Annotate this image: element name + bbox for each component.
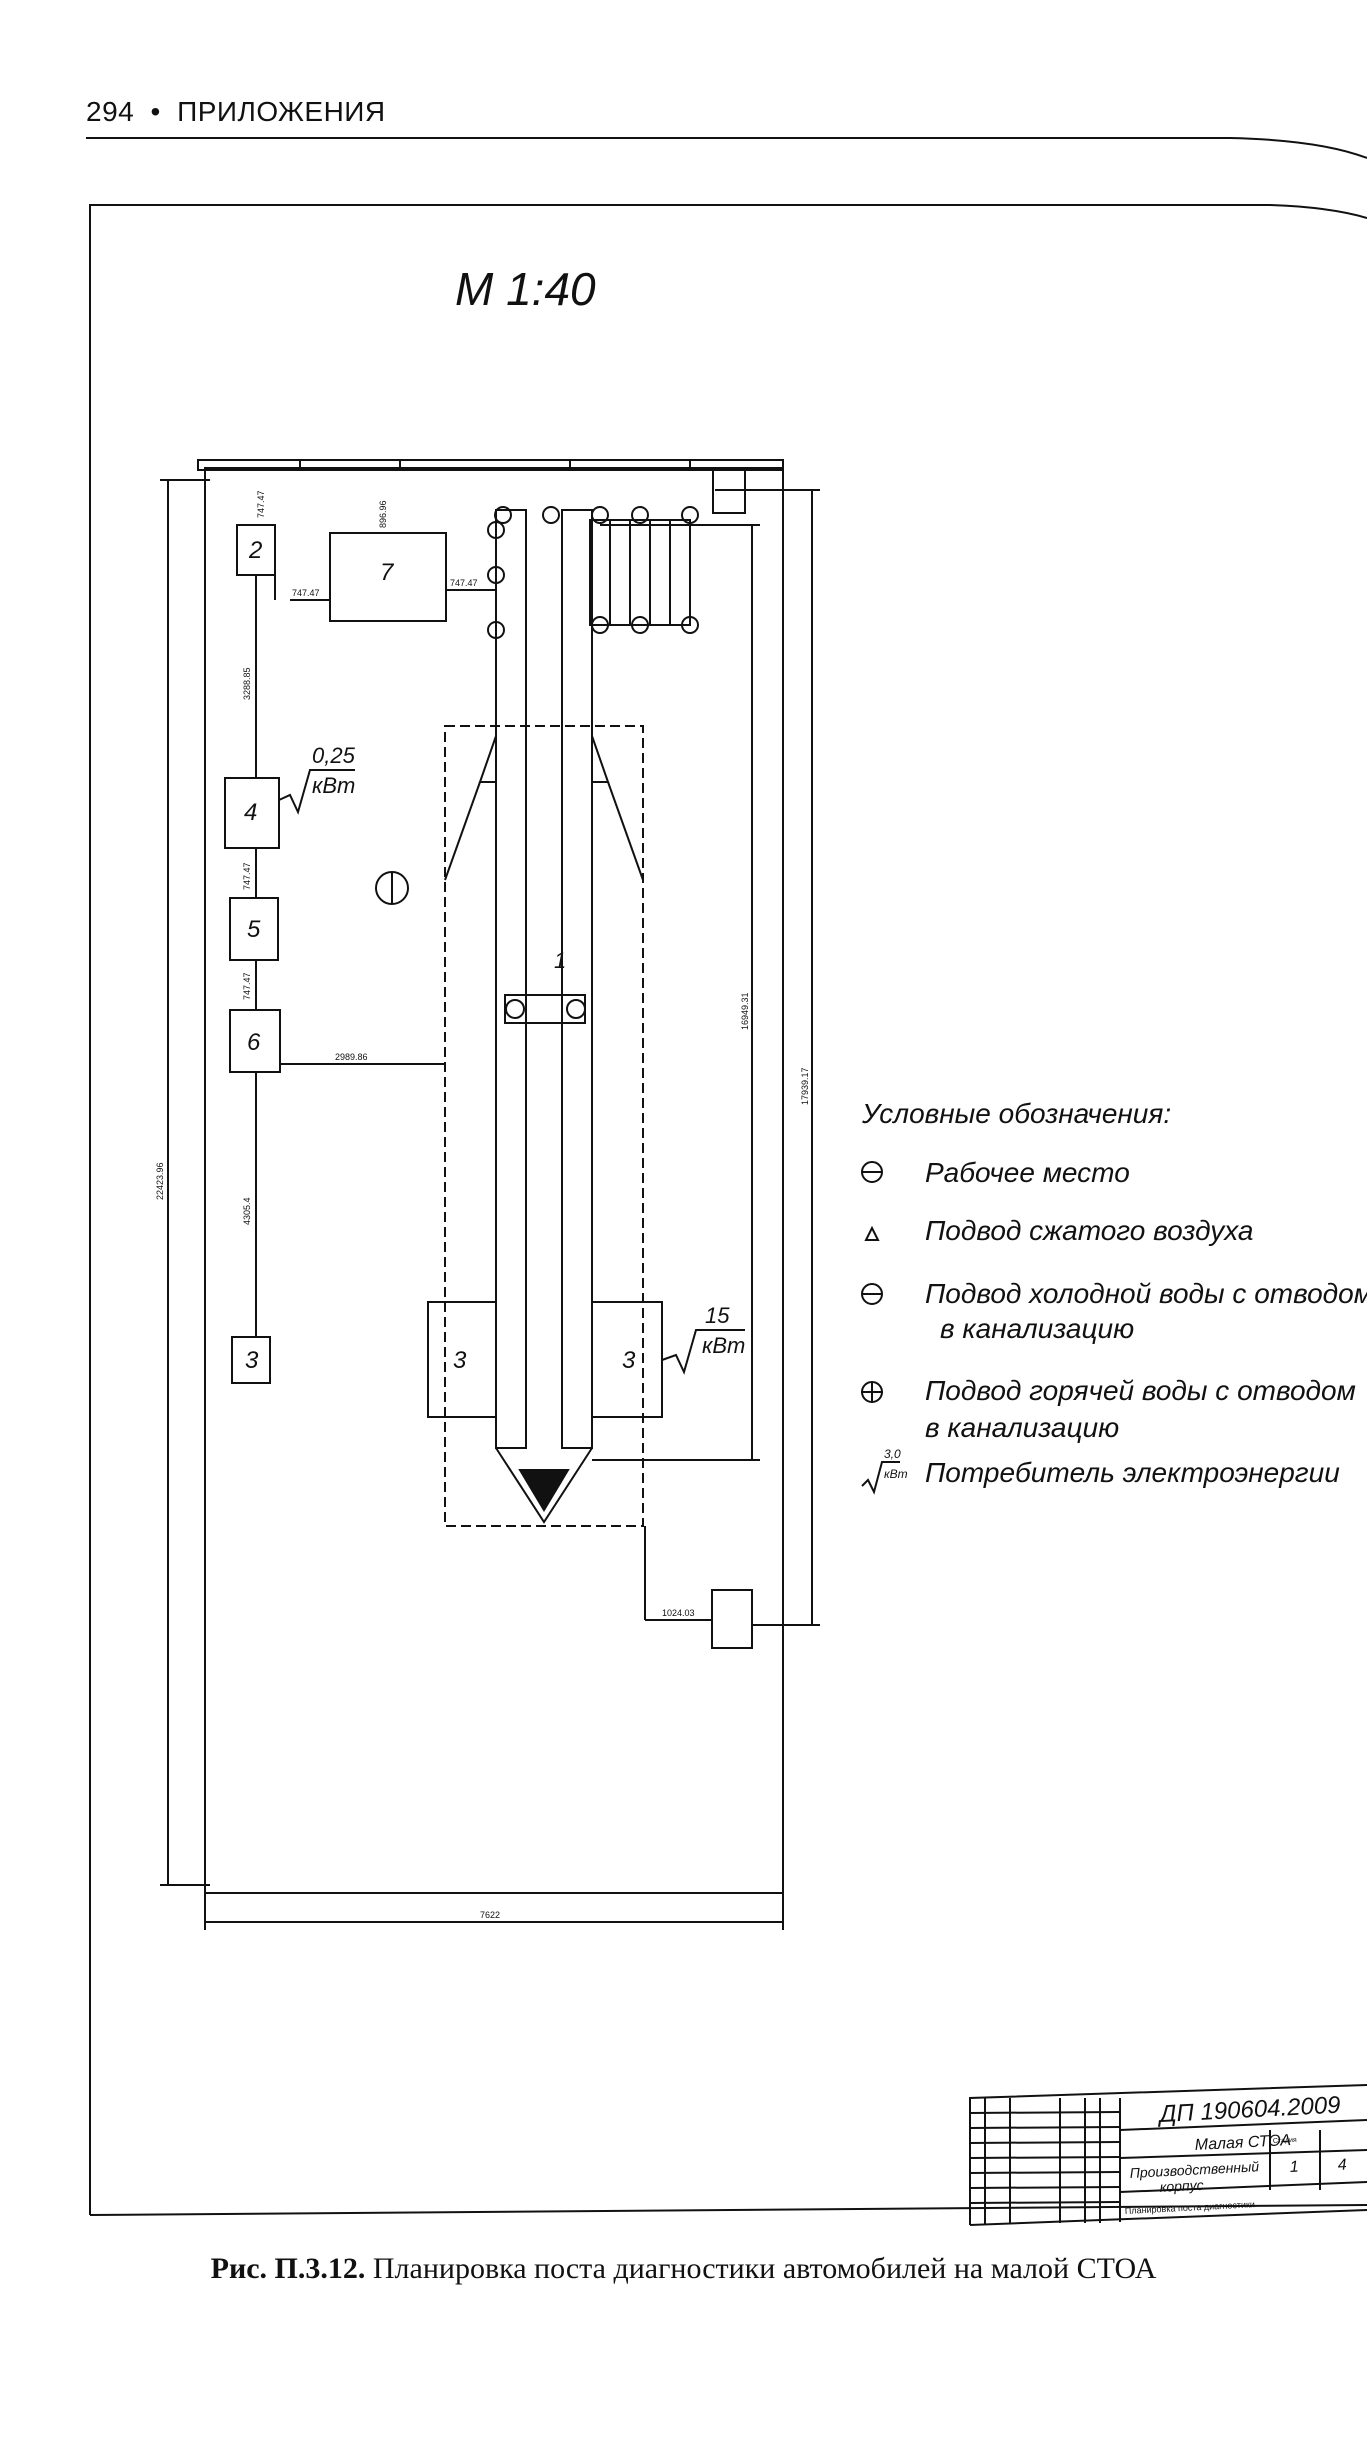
header-bullet: • bbox=[150, 96, 161, 127]
equipment-7 bbox=[329, 532, 447, 622]
power-2-value: 15 bbox=[705, 1303, 730, 1328]
power-1-unit: кВт bbox=[312, 773, 355, 798]
building: Производственный bbox=[1129, 2158, 1259, 2181]
legend-power-value: 3,0 bbox=[884, 1447, 901, 1461]
dim-right-2: 17939.17 bbox=[800, 1067, 810, 1105]
building-2: корпус bbox=[1159, 2177, 1204, 2195]
sheet-frame bbox=[89, 204, 1367, 2215]
legend-item-4: Подвод горячей воды с отводом bbox=[925, 1375, 1356, 1406]
dim-6-3: 4305.4 bbox=[242, 1197, 252, 1225]
room-outline bbox=[204, 467, 784, 1894]
dim-7-lift: 747.47 bbox=[450, 578, 478, 588]
drawing-scale: М 1:40 bbox=[455, 263, 596, 315]
dim-4-5: 747.47 bbox=[242, 862, 252, 890]
title-block bbox=[969, 2084, 1367, 2226]
dim-total-v: 22423.96 bbox=[155, 1162, 165, 1200]
equipment-3-mid bbox=[427, 1301, 497, 1418]
label-7: 7 bbox=[380, 559, 395, 586]
label-4: 4 bbox=[244, 799, 257, 826]
sheets-count: 4 bbox=[1337, 2157, 1347, 2174]
dim-5-6: 747.47 bbox=[242, 972, 252, 1000]
legend-title: Условные обозначения: bbox=[861, 1098, 1171, 1129]
dim-2-top: 747.47 bbox=[256, 490, 266, 518]
section-title: ПРИЛОЖЕНИЯ bbox=[177, 96, 386, 127]
equipment-3-left bbox=[231, 1336, 271, 1384]
legend-item-4-line2: в канализацию bbox=[925, 1412, 1119, 1443]
label-3a: 3 bbox=[245, 1347, 259, 1374]
lift-lane-right bbox=[561, 509, 593, 1449]
power-1-value: 0,25 bbox=[312, 743, 356, 768]
dim-bottom-box: 1024.03 bbox=[662, 1608, 695, 1618]
dim-2-4: 3288.85 bbox=[242, 667, 252, 700]
label-6: 6 bbox=[247, 1029, 261, 1056]
legend-power-text: Потребитель электроэнергии bbox=[925, 1457, 1340, 1488]
lift-lane-left bbox=[495, 509, 527, 1449]
dim-total-h: 7622 bbox=[480, 1910, 500, 1920]
sheet-no: 1 bbox=[1289, 2159, 1299, 2176]
equipment-bottom bbox=[711, 1589, 753, 1649]
legend-item-2: Подвод сжатого воздуха bbox=[925, 1215, 1254, 1246]
label-2: 2 bbox=[248, 537, 262, 564]
figure-caption: Рис. П.3.12. Планировка поста диагностик… bbox=[0, 2252, 1367, 2286]
legend-power-unit: кВт bbox=[884, 1467, 908, 1481]
page-number: 294 bbox=[86, 96, 135, 127]
legend-item-3: Подвод холодной воды с отводом bbox=[925, 1278, 1367, 1309]
label-3b: 3 bbox=[453, 1347, 467, 1374]
legend-item-1: Рабочее место bbox=[925, 1157, 1130, 1188]
dim-right-1: 16949.31 bbox=[740, 992, 750, 1030]
org-name: Малая СТОА bbox=[1194, 2132, 1291, 2154]
label-5: 5 bbox=[247, 916, 261, 943]
legend-item-3-line2: в канализацию bbox=[940, 1313, 1134, 1344]
stage-header: Стадия bbox=[1273, 2137, 1297, 2145]
dim-6-pit: 2989.86 bbox=[335, 1052, 368, 1062]
equipment-1 bbox=[504, 994, 586, 1024]
inspection-pit bbox=[444, 725, 644, 1527]
power-2-unit: кВт bbox=[702, 1333, 745, 1358]
figure-label: Рис. П.3.12. bbox=[210, 2252, 366, 2285]
label-1: 1 bbox=[554, 948, 566, 973]
equipment-5 bbox=[229, 897, 279, 961]
running-header: 294 • ПРИЛОЖЕНИЯ bbox=[86, 96, 386, 128]
dim-2-7: 747.47 bbox=[292, 588, 320, 598]
equipment-4 bbox=[224, 777, 280, 849]
dim-7-top: 896.96 bbox=[378, 500, 388, 528]
sheet-title: Планировка поста диагностики bbox=[1125, 2199, 1256, 2216]
header-rule bbox=[86, 137, 1367, 159]
label-3c: 3 bbox=[622, 1347, 636, 1374]
caption-text: Планировка поста диагностики автомобилей… bbox=[365, 2252, 1157, 2285]
